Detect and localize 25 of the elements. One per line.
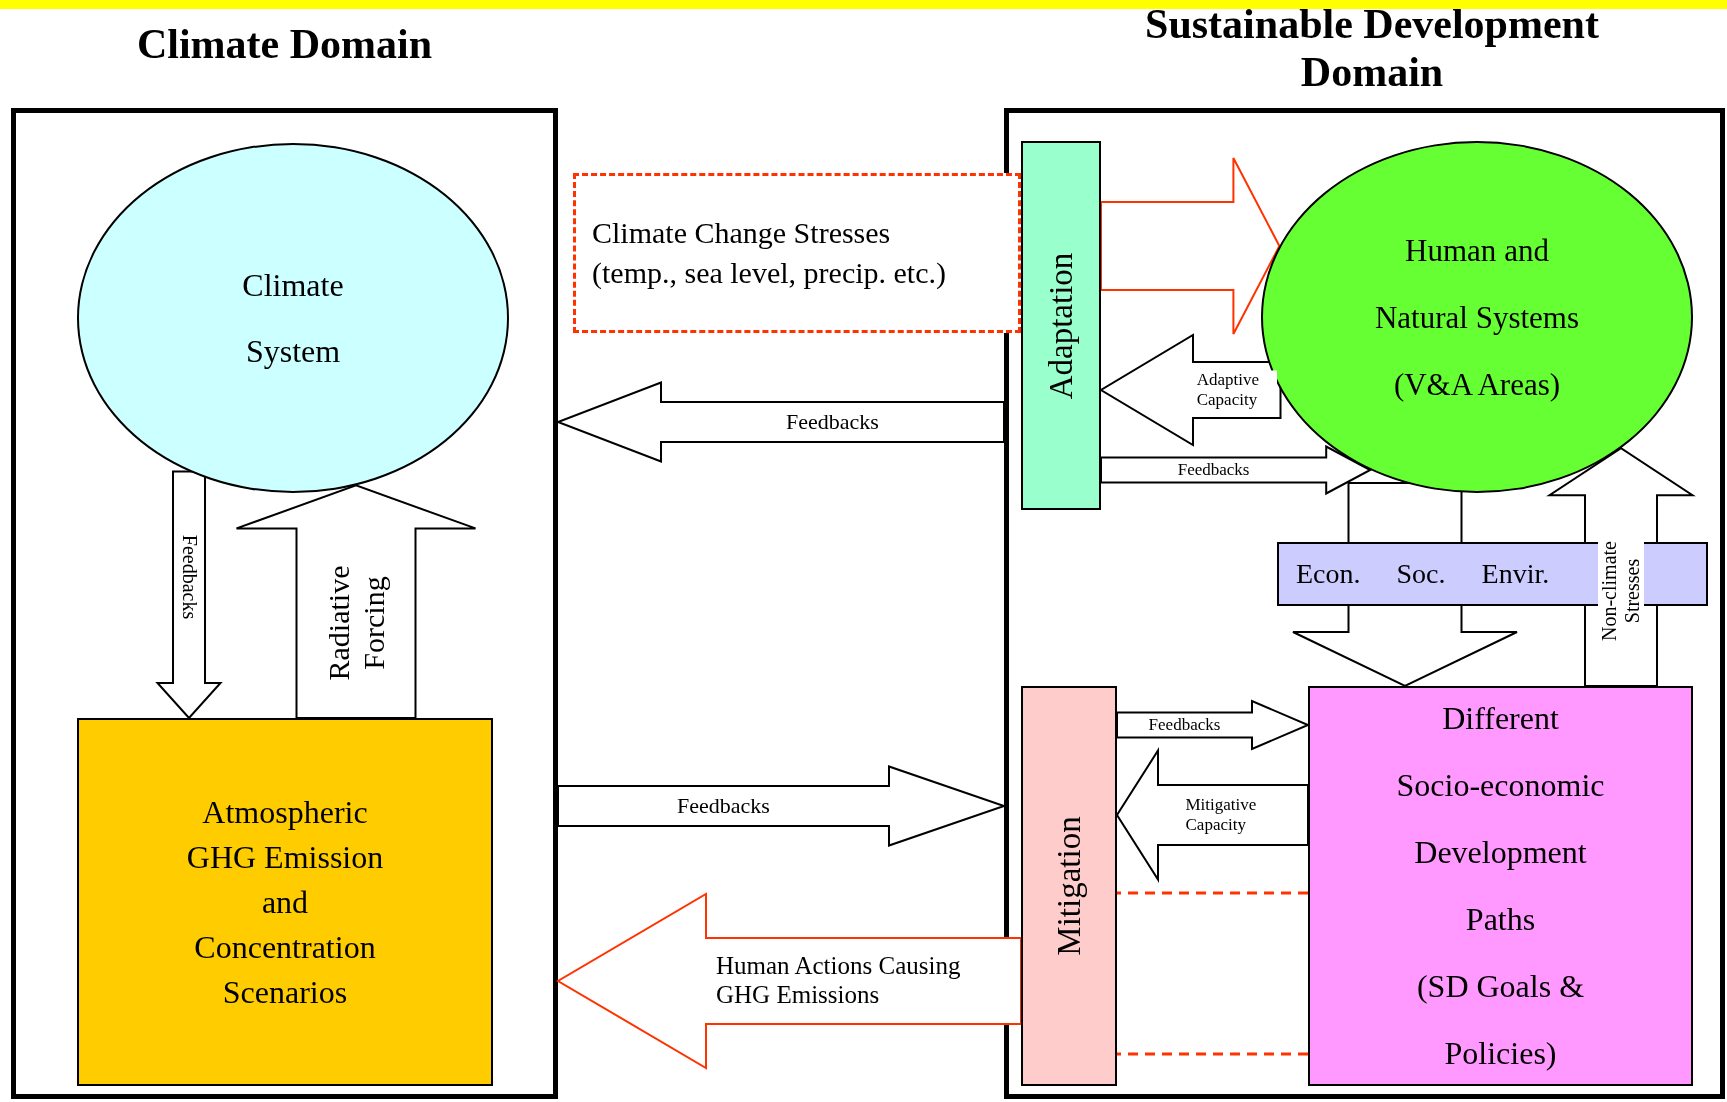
domain-heading: Climate Domain [135, 20, 434, 68]
node-text: Adaptation [1043, 252, 1079, 399]
block-arrow [1100, 157, 1281, 335]
vertical-bar [1021, 141, 1101, 510]
dashed-box [573, 173, 1021, 333]
process-box [1308, 686, 1693, 1086]
process-box [77, 718, 493, 1086]
node-text: (temp., sea level, precip. etc.) [592, 255, 947, 291]
connector-line [1117, 1052, 1308, 1056]
node-text: (V&A Areas) [1392, 365, 1562, 404]
block-arrow [555, 381, 1005, 463]
node-text: Climate System [241, 266, 345, 371]
node-text: Human and Natural Systems [1373, 231, 1581, 337]
node-text: Different Socio-economic Development Paths [1395, 699, 1606, 939]
node-text: Econ. [1296, 558, 1361, 590]
domain-heading: Sustainable Development Domain [1144, 0, 1600, 96]
node-text: Soc. [1396, 558, 1446, 590]
node-text: (SD Goals & Policies) [1415, 967, 1586, 1073]
node-text: Climate Change Stresses [592, 215, 892, 251]
node-text: Envir. [1481, 558, 1550, 590]
connector-line [1117, 891, 1308, 895]
vertical-bar [1021, 686, 1117, 1086]
edge-label: Adaptive Capacity [1196, 370, 1277, 410]
node-text: Atmospheric GHG Emission and Concentration Scenarios [185, 792, 385, 1012]
node-text: Mitigation [1051, 816, 1087, 956]
